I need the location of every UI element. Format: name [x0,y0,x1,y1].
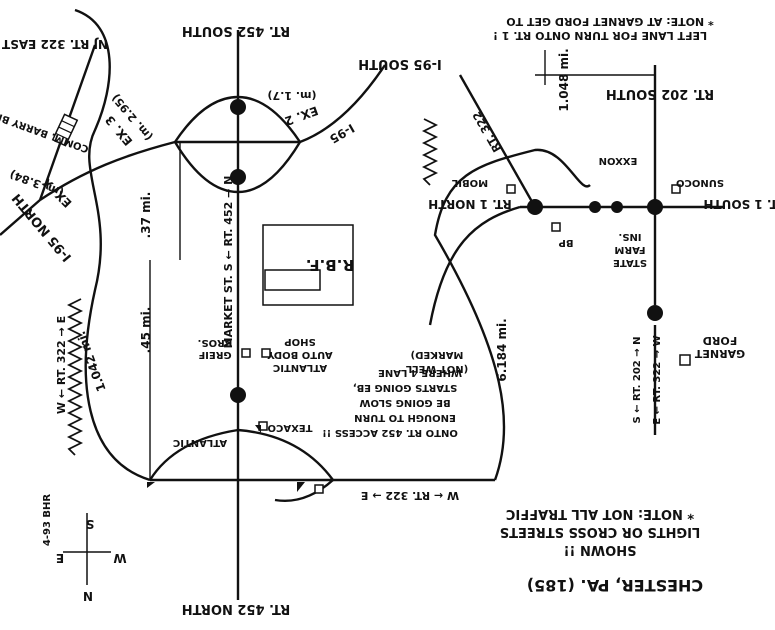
label-ex2-mile: (m. 1.7) [267,89,316,102]
inset-box [262,224,354,306]
label-bridge: COMM. BARRY BRIDGE [0,101,90,155]
small-marker [314,484,324,494]
compass-e: E [56,551,64,565]
rt322-diagonal-road [458,74,537,208]
label-rt202-rt322: S ← RT. 202 → N [632,337,643,424]
label-rt322-diag: RT. 322 [470,109,504,154]
garnet-ford-marker [679,354,691,366]
traffic-light-6 [611,201,623,213]
note-lights-1: * NOTE: NOT ALL TRAFFIC [506,506,694,521]
zigzag-lines [66,118,439,456]
warning-3: BE GOING SLOW [359,397,450,408]
ex2-loop-upper [173,141,302,194]
place-not-well-1: (NOT WELL [405,363,468,374]
place-state-farm-2: FARM [614,244,645,255]
place-mobil: MOBIL [451,177,488,188]
label-nj-rt322: NJ RT. 322 EAST [1,37,108,51]
i95-north-road [0,199,41,236]
sunoco-marker [671,184,681,194]
inset-inner [264,269,321,291]
mobil-marker [506,184,516,194]
place-garnet-2: FORD [703,334,737,347]
traffic-light-8 [647,305,663,321]
place-atlantic: ATLANTIC [173,437,227,448]
label-rt202-south: RT. 202 SOUTH [606,86,714,101]
compass-date: 4-93 BHR [42,494,53,546]
place-exxon: EXXON [599,155,638,166]
place-greif-2: BROS. [198,337,233,348]
map-title: CHESTER, PA. (185) [527,576,703,595]
place-texaco: TEXACO [268,422,313,433]
warning-1: WHERE 4 LANE [378,367,462,378]
compass-n: N [83,589,93,603]
i95-road [39,64,386,201]
note-garnet-1: * NOTE: AT GARNET FORD GET TO [506,15,713,28]
warning-2: STARTS GOING EB, [353,382,457,393]
business-markers [241,184,691,494]
rt322-left-loop [74,8,151,482]
label-i95-south: I-95 SOUTH [358,56,442,71]
access-arrow-3 [255,425,261,433]
place-atlantic-2: AUTO BODY [267,349,333,360]
bp-marker [551,222,561,232]
map-rotated [0,8,725,600]
place-state-farm-3: INS. [618,231,641,242]
label-rt452-south: RT. 452 SOUTH [182,23,290,38]
place-garnet-1: GARNET [694,347,745,360]
traffic-light-7 [647,199,663,215]
place-not-well-2: MARKED) [411,349,464,360]
label-rt1-north: RT. 1 NORTH [428,197,512,211]
note-garnet-2: LEFT LANE FOR TURN ONTO RT. 1 ! [493,29,707,42]
compass-arrows [63,513,111,585]
label-market-st: MARKET ST. S ← RT. 452 → N [222,176,235,349]
inset-frame [262,224,354,306]
access-markers [147,425,305,492]
road-lines [0,8,725,600]
traffic-lights [230,99,663,403]
dimension-d1048 [535,50,655,85]
zigzag-rt322-left [66,298,84,456]
place-atlantic-3: SHOP [284,336,315,347]
traffic-light-2 [230,169,246,185]
traffic-light-4 [527,199,543,215]
distance-d045: .45 mi. [139,307,153,354]
traffic-light-1 [230,387,246,403]
traffic-light-5 [589,201,601,213]
place-bp: BP [559,237,574,248]
ex2-loop-lower [174,95,301,143]
note-lights-3: SHOWN !! [564,542,637,557]
traffic-light-3 [230,99,246,115]
label-rt322-left: W ← RT. 322 → E [55,316,68,414]
rt322-long-curve [433,148,591,481]
auto-body-marker [241,348,251,358]
label-rt322-sub: E ← RT. 322 → W [652,335,663,424]
place-atlantic-1: ATLANTIC [273,362,327,373]
bridge-symbol [51,113,79,147]
access-arrow-2 [147,482,155,488]
warning-4: ENOUGH TO TURN [354,412,456,423]
label-rt1-south: RT. 1 SOUTH [703,197,775,211]
interchange-loop-right [148,428,335,502]
greif-marker [261,348,271,358]
dimension-lines [149,50,655,480]
distance-d1048: 1.048 mi. [557,48,571,111]
place-sunoco: SUNOCO [676,177,724,188]
label-rt322-bottom: W ← RT. 322 → E [361,489,459,502]
compass-w: W [113,551,126,565]
place-greif-1: GREIF [198,349,231,360]
distance-d037: .37 mi. [139,192,153,239]
note-lights-2: LIGHTS OR CROSS STREETS [500,524,701,539]
label-ex2: EX. 2 [283,103,320,128]
compass-s: S [86,517,95,531]
warning-5: ONTO RT. 452 ACCESS !! [322,427,458,438]
access-arrow-1 [297,482,305,492]
zigzag-rt1 [421,118,439,186]
rt1-curve [428,205,521,326]
distance-d6184: 6.184 mi. [495,318,509,381]
label-rt452-north: RT. 452 NORTH [182,601,291,616]
inset-label: R.B.F. [306,256,354,274]
place-state-farm-1: STATE [613,257,647,268]
